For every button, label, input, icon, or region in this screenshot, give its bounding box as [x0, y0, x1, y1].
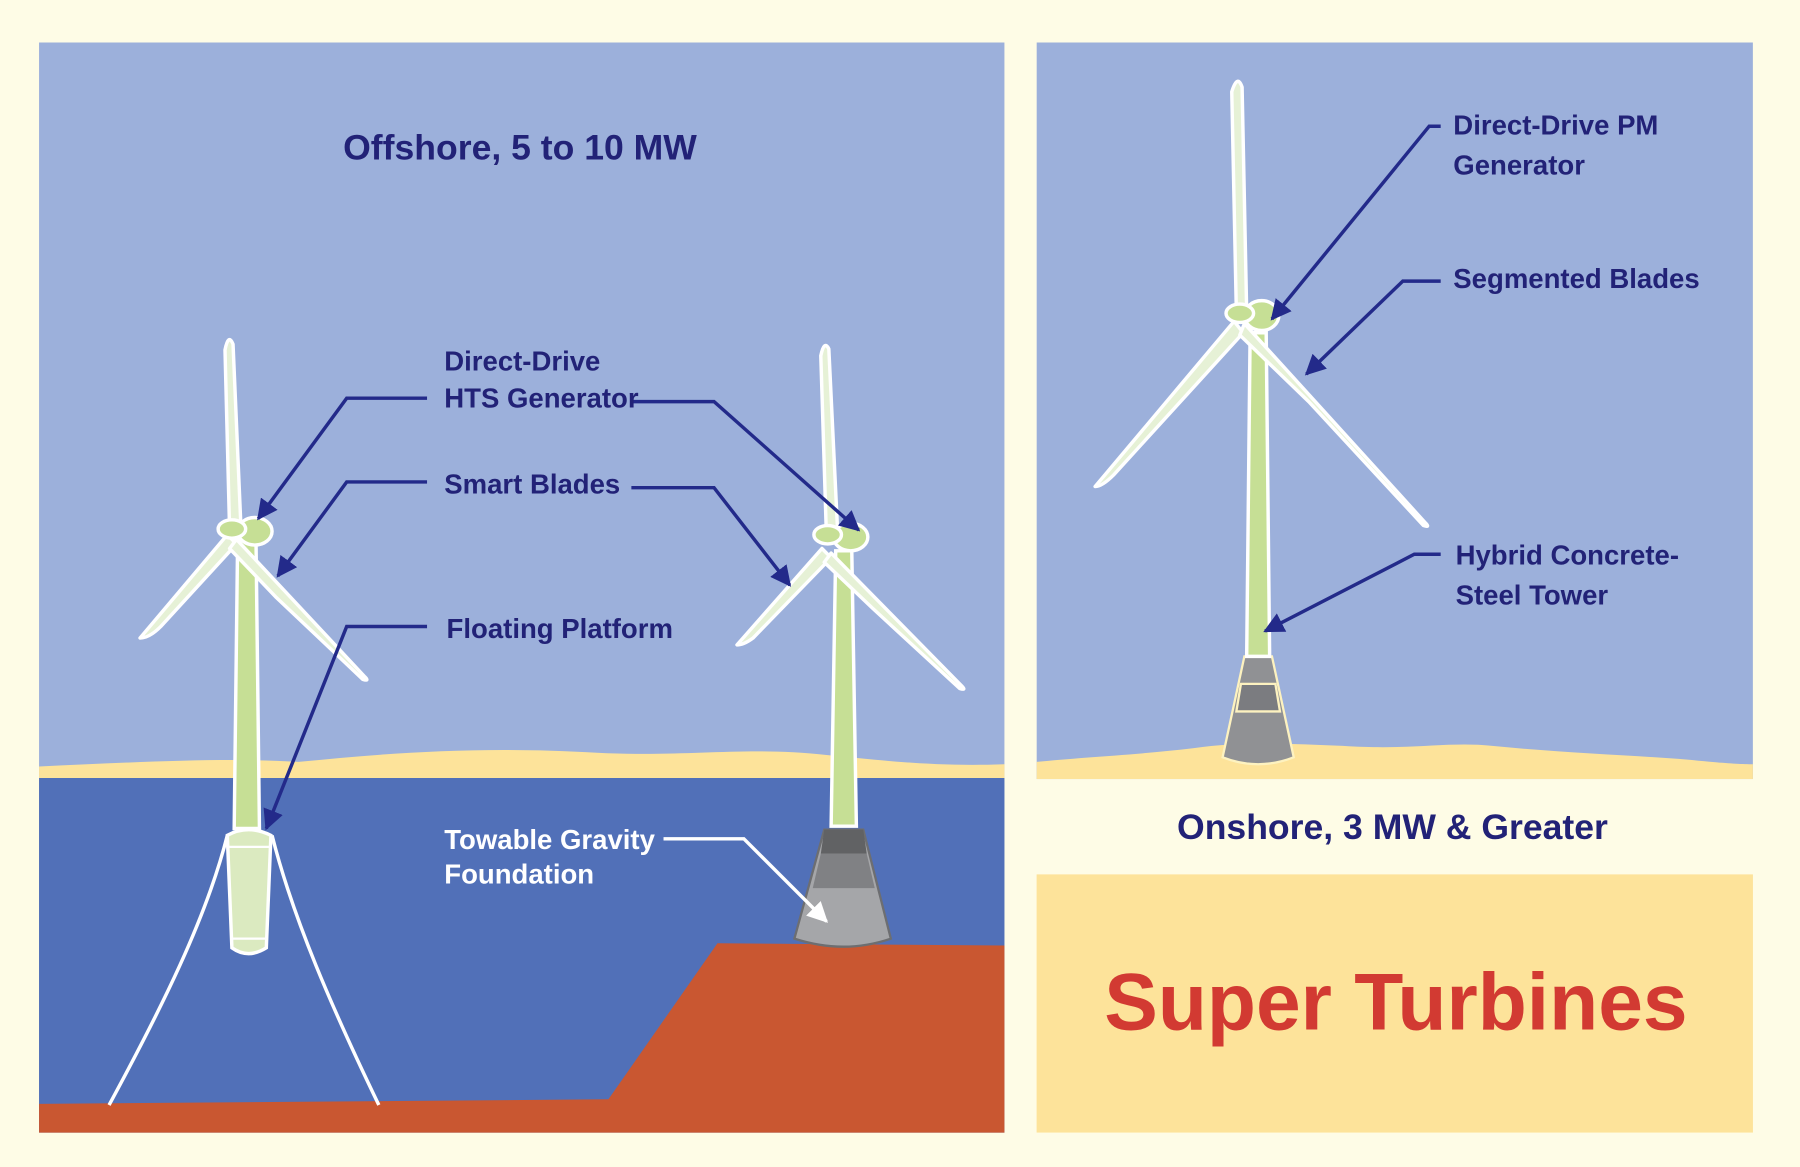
leader-blades-left [276, 480, 428, 578]
leader-generator-left [256, 396, 428, 521]
label-segmented-blades: Segmented Blades [1453, 263, 1699, 294]
onshore-ground [1036, 743, 1753, 780]
blade-up [223, 337, 243, 532]
hub [1224, 302, 1256, 325]
floating-platform [225, 827, 273, 956]
tower [829, 549, 859, 828]
onshore-panel: Direct-Drive PM Generator Segmented Blad… [1036, 42, 1753, 847]
blade-left [138, 533, 239, 640]
blade-right [227, 537, 369, 682]
leader-pm-generator [1270, 124, 1441, 321]
leader-hybrid-tower [1263, 552, 1441, 633]
leader-platform [263, 624, 428, 831]
tower [232, 537, 262, 831]
onshore-turbine [1093, 79, 1430, 766]
blade-up [819, 343, 840, 542]
offshore-sand-horizon [39, 749, 1005, 781]
blade-right [1238, 321, 1430, 529]
main-title: Super Turbines [1104, 957, 1687, 1047]
label-hybrid-tower-2: Steel Tower [1456, 580, 1609, 611]
mooring-line-left [107, 834, 229, 1106]
blade-left [735, 546, 833, 647]
label-smart-blades: Smart Blades [444, 468, 620, 499]
label-towable-foundation-2: Foundation [444, 859, 594, 890]
offshore-panel: Offshore, 5 to 10 MW Direct-Drive HTS Ge… [39, 42, 1005, 1133]
label-pm-generator-2: Generator [1453, 149, 1585, 180]
label-pm-generator-1: Direct-Drive PM [1453, 109, 1658, 140]
label-towable-foundation-1: Towable Gravity [444, 824, 655, 855]
label-hts-generator-1: Direct-Drive [444, 346, 600, 377]
label-hybrid-tower-1: Hybrid Concrete- [1456, 540, 1679, 571]
blade-left [1093, 319, 1245, 489]
mooring-line-right [270, 834, 381, 1106]
leader-blades-right [631, 485, 792, 587]
label-floating-platform: Floating Platform [447, 613, 673, 644]
seabed [39, 943, 1005, 1133]
leader-foundation [663, 837, 828, 923]
title-box: Super Turbines [1036, 874, 1753, 1133]
tower [1244, 331, 1272, 659]
onshore-heading: Onshore, 3 MW & Greater [1177, 807, 1608, 847]
onshore-sky [1036, 42, 1753, 780]
gravity-turbine [735, 343, 966, 948]
floating-turbine [107, 337, 381, 1106]
leader-generator-right [631, 399, 861, 532]
blade-right [822, 551, 966, 691]
offshore-heading: Offshore, 5 to 10 MW [343, 128, 697, 168]
label-hts-generator-2: HTS Generator [444, 382, 639, 413]
hub [812, 523, 844, 546]
blade-up [1230, 79, 1249, 314]
leader-segmented-blades [1304, 279, 1441, 376]
hub [216, 518, 248, 540]
title-box-background [1036, 874, 1753, 1133]
